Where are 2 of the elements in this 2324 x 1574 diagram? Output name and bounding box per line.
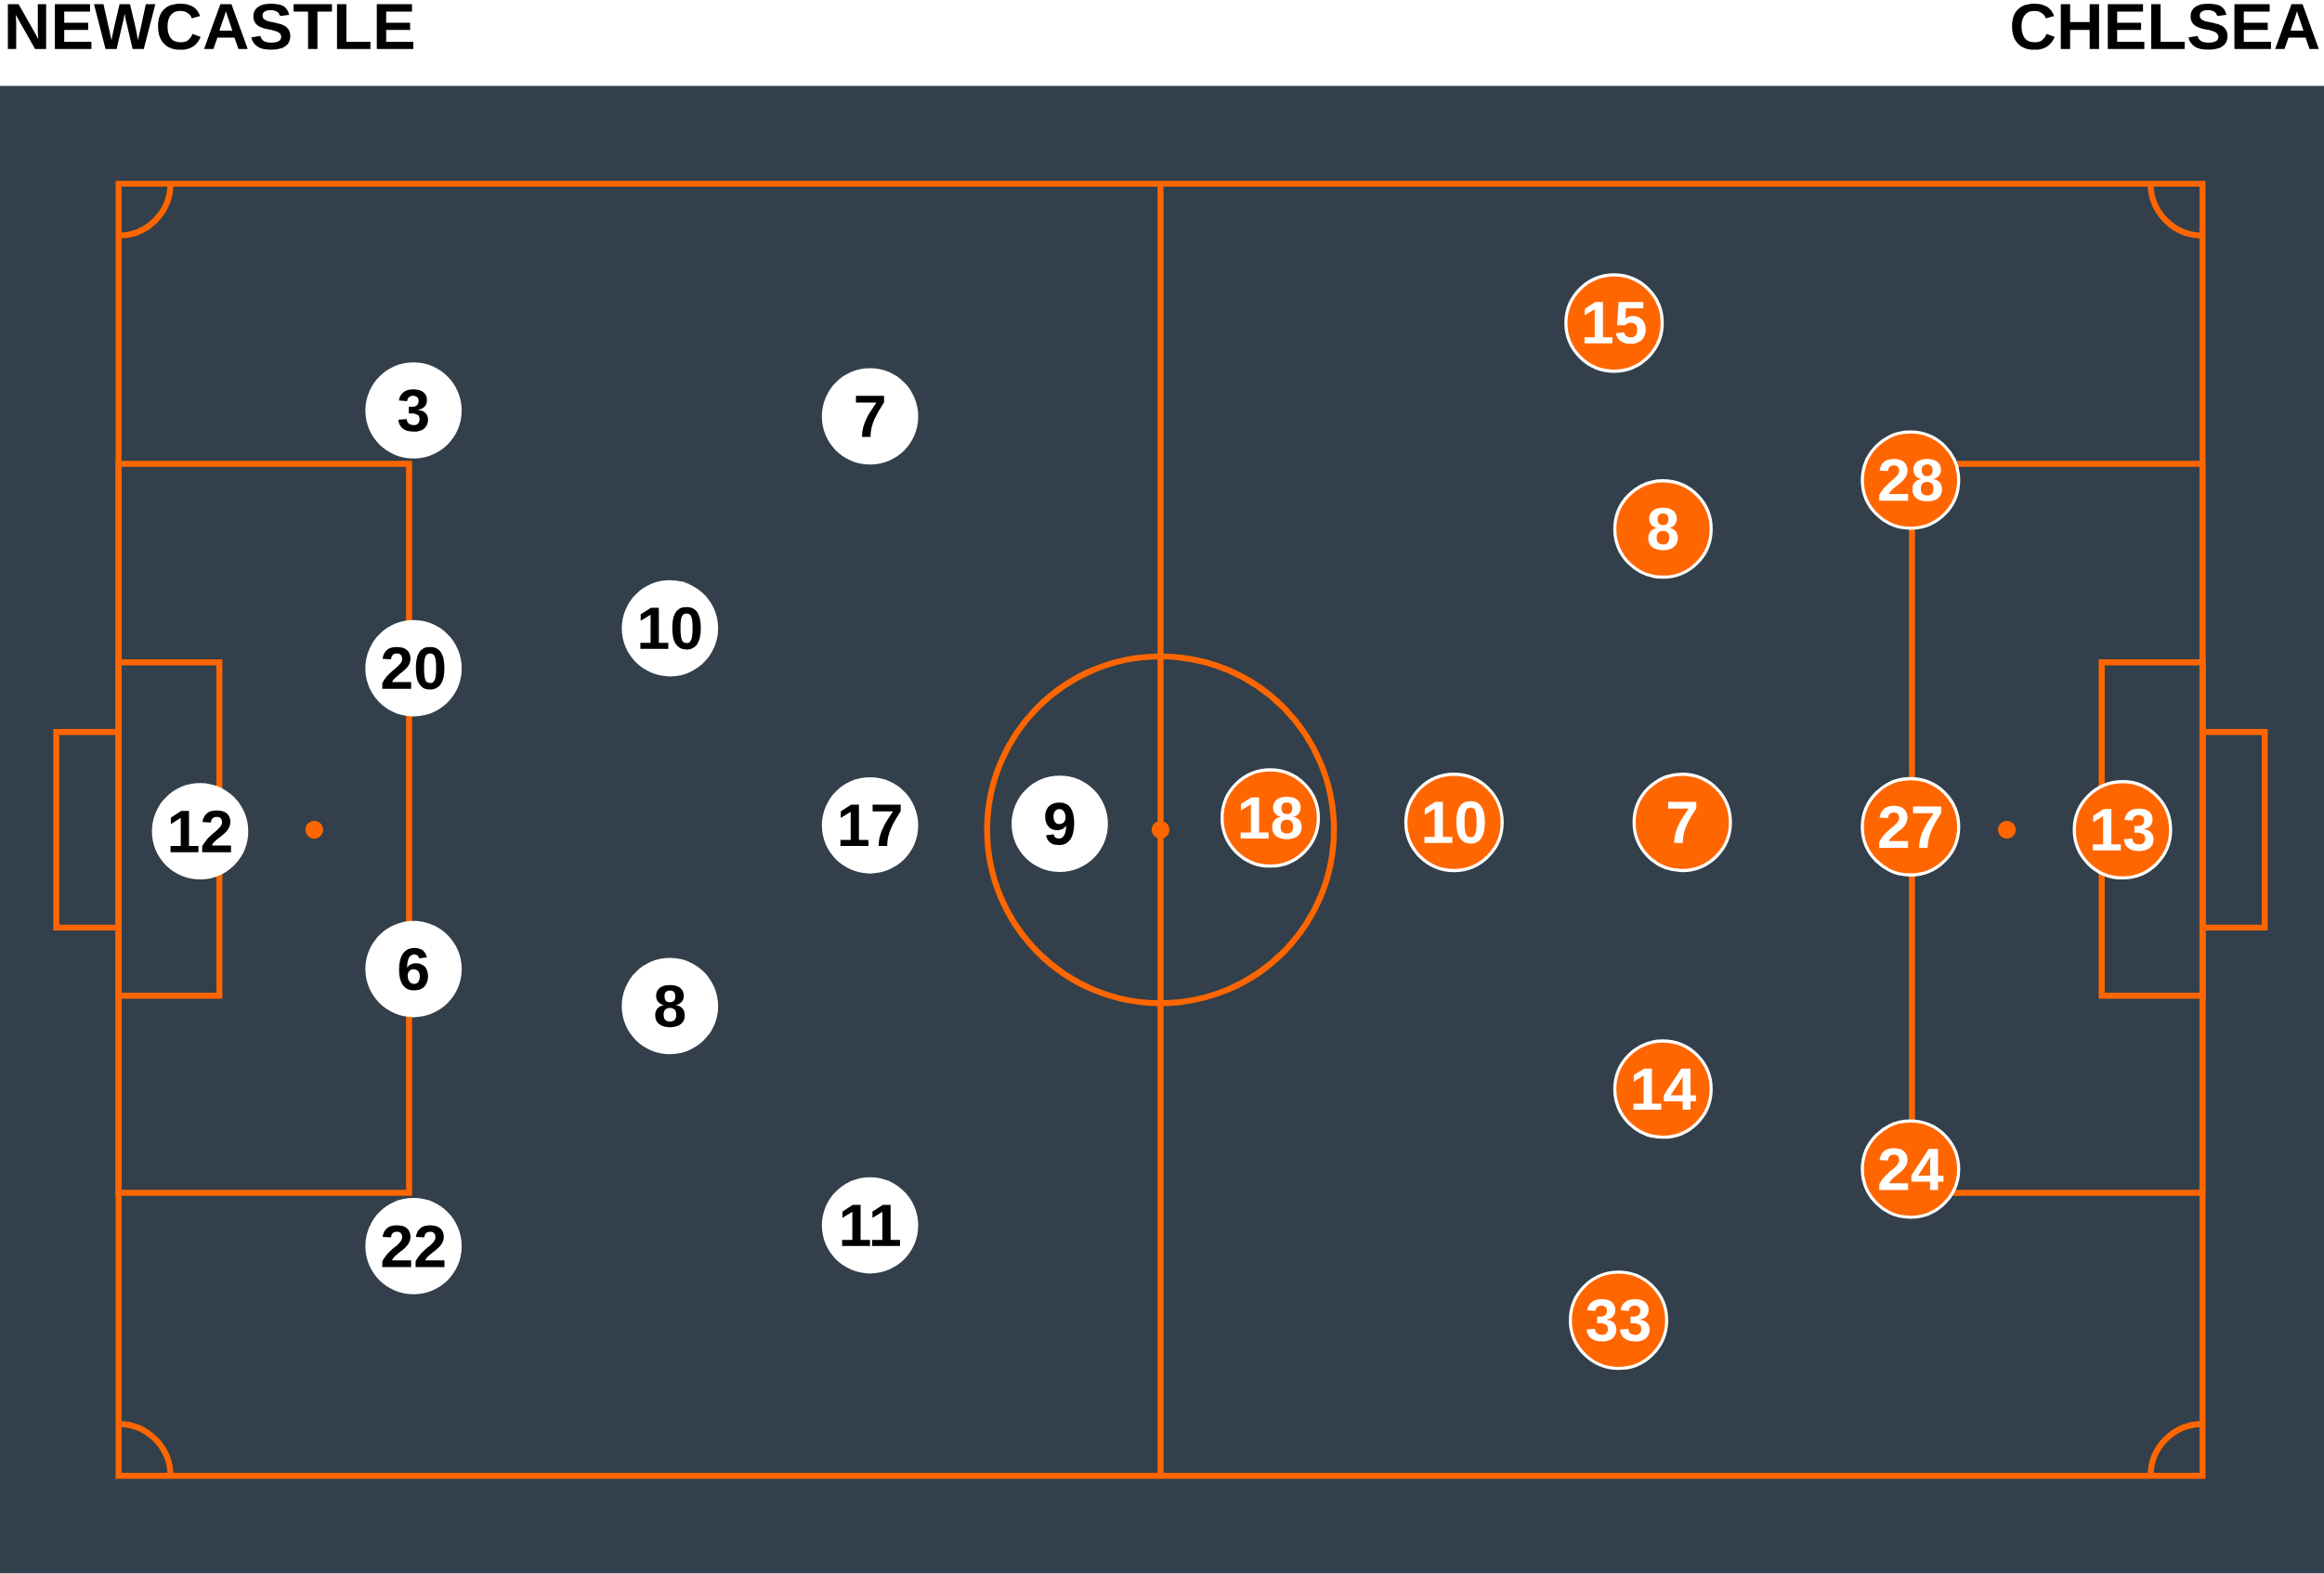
team-name: CHELSEA xyxy=(2012,4,2319,50)
team-name: NEWCASTLE xyxy=(7,4,413,50)
